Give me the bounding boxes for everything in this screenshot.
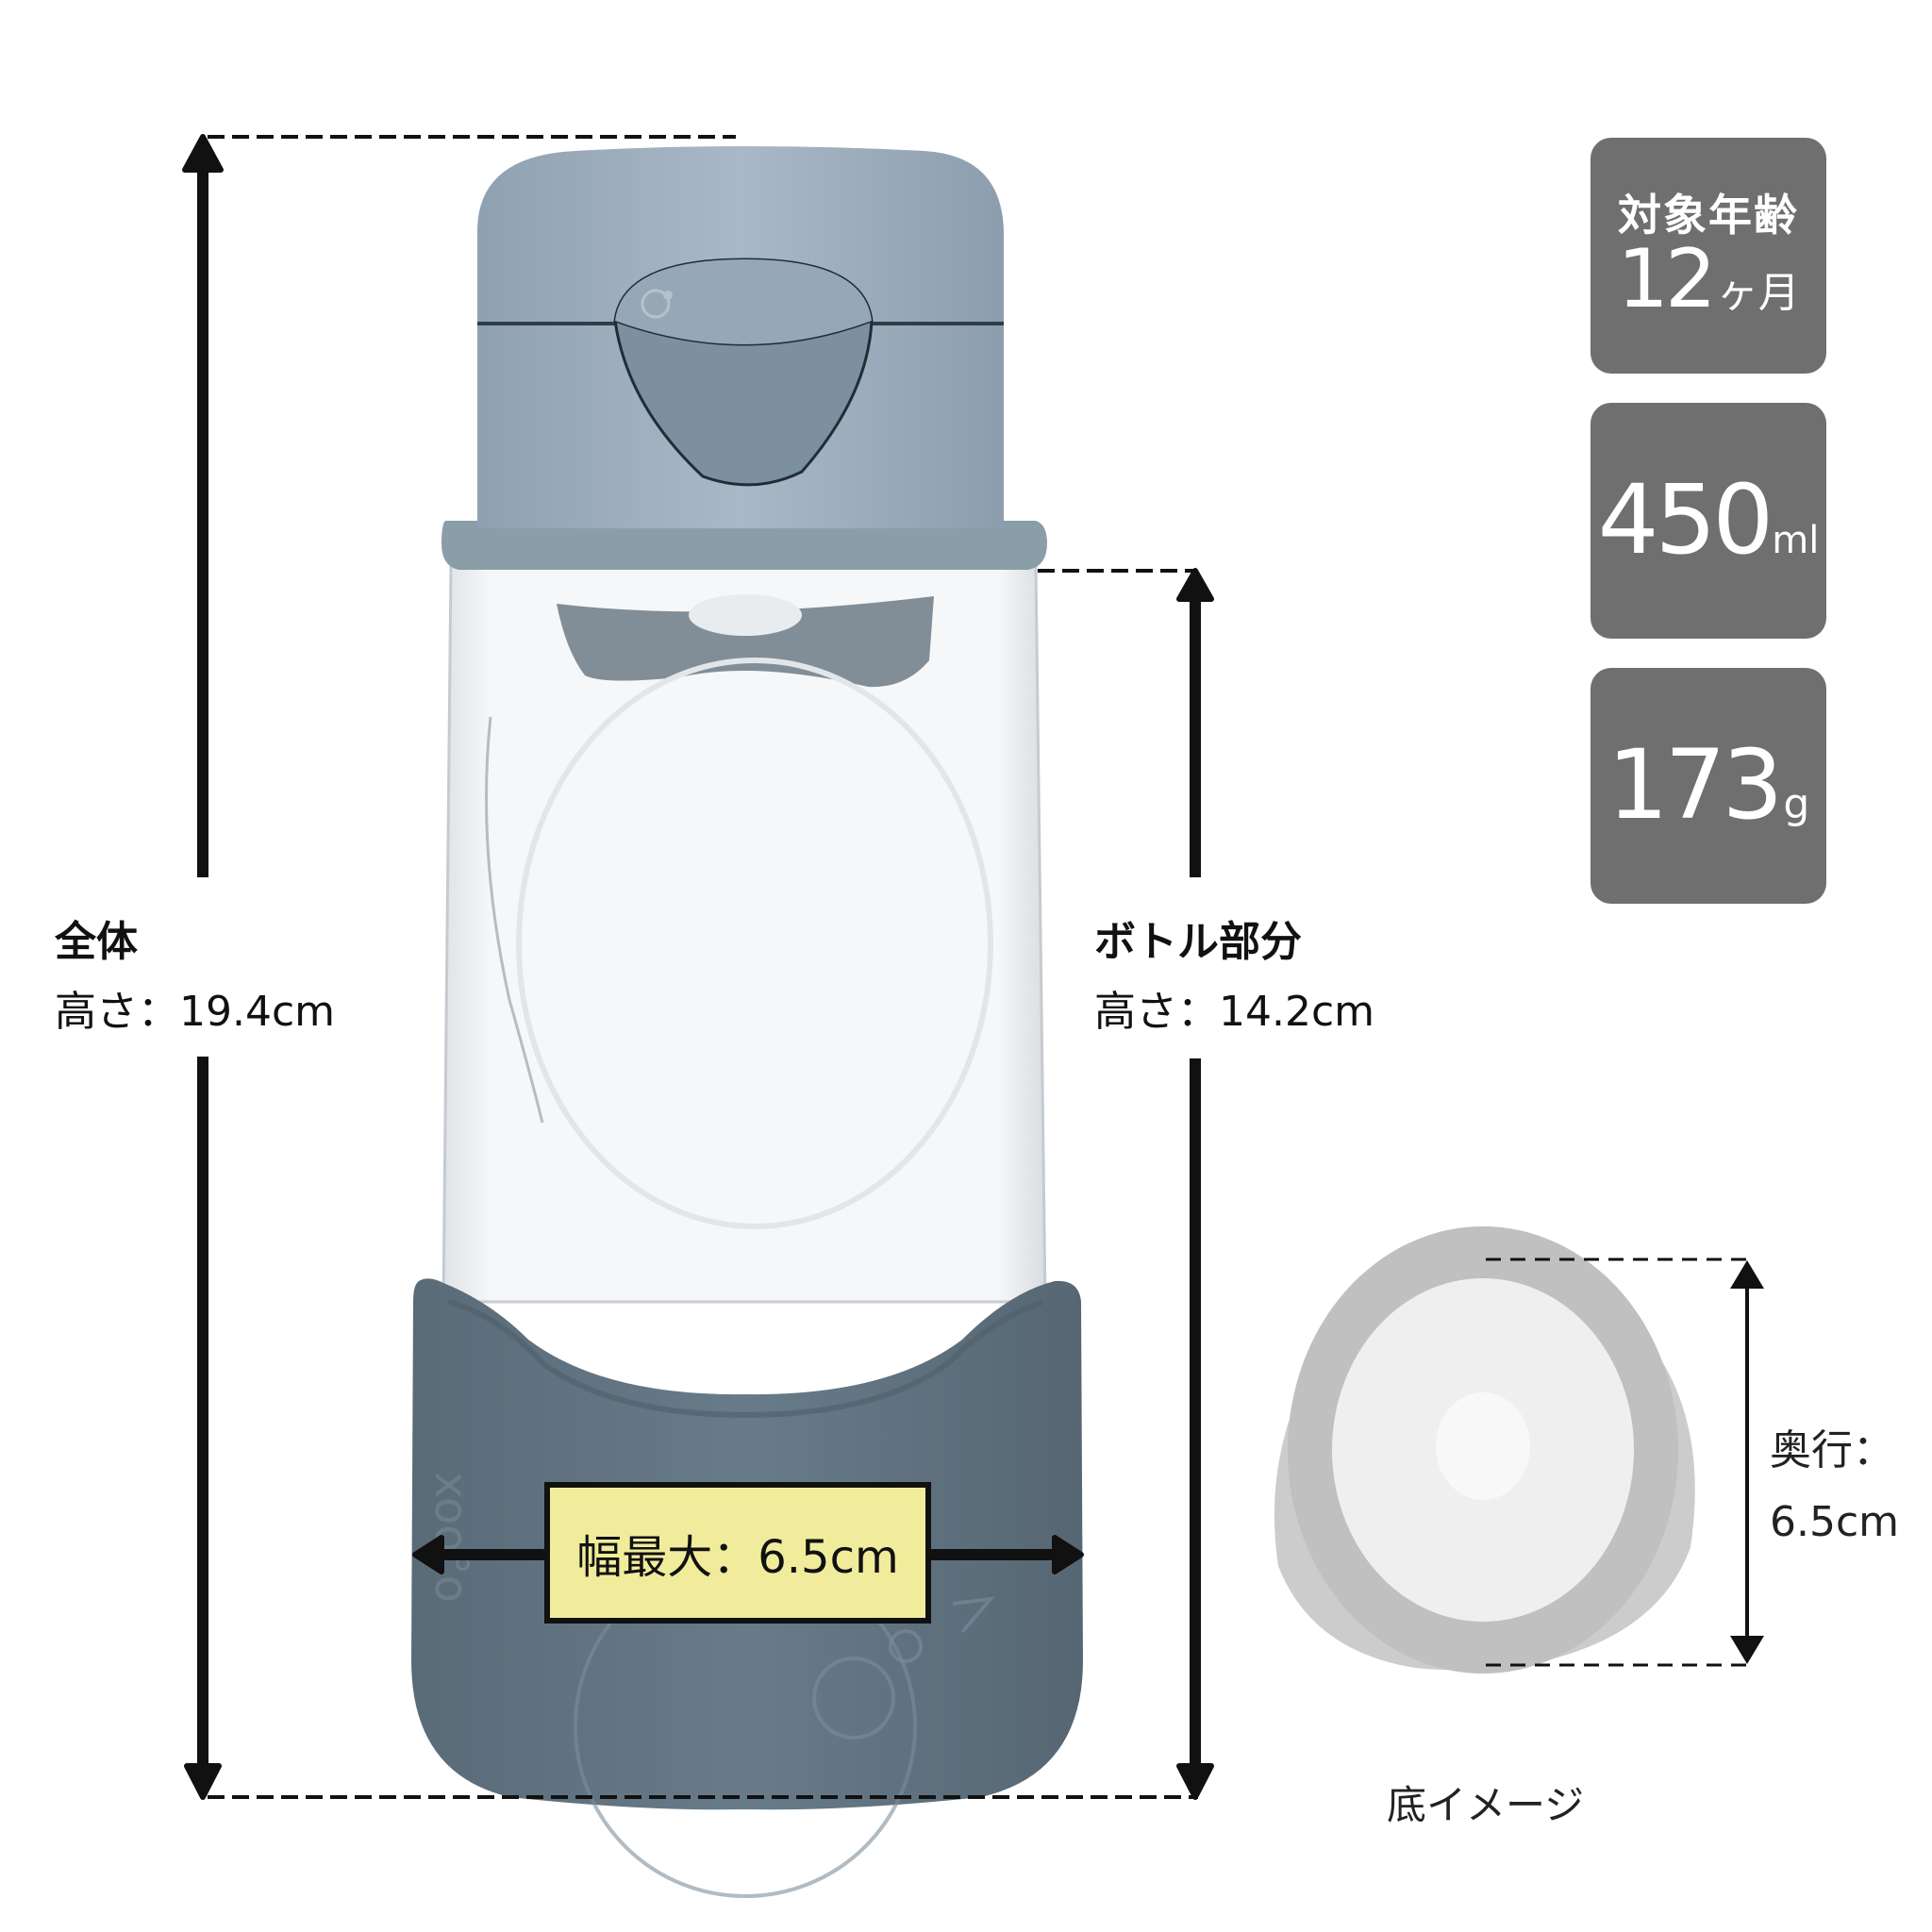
bottle-lid xyxy=(477,146,1004,528)
bottle-body xyxy=(441,562,1047,1304)
base-image-caption: 底イメージ xyxy=(1387,1782,1585,1828)
total-height-label: 全体 高さ：19.4cm xyxy=(55,918,336,1036)
depth-label: 奥行： 6.5cm xyxy=(1770,1426,1900,1546)
lid-ring xyxy=(441,521,1047,570)
svg-text:xoo°o: xoo°o xyxy=(425,1472,477,1603)
age-label: 対象年齢 xyxy=(1618,189,1799,241)
base-illustration xyxy=(1274,1226,1764,1674)
total-height-arrow xyxy=(182,134,1198,1800)
brand-logo-icon xyxy=(641,289,671,319)
width-arrow xyxy=(412,1535,1084,1574)
width-label-box: 幅最大：6.5cm xyxy=(544,1482,931,1624)
bottle-height-label: ボトル部分 高さ：14.2cm xyxy=(1094,918,1375,1036)
bottle-height-arrow xyxy=(1038,568,1214,1800)
